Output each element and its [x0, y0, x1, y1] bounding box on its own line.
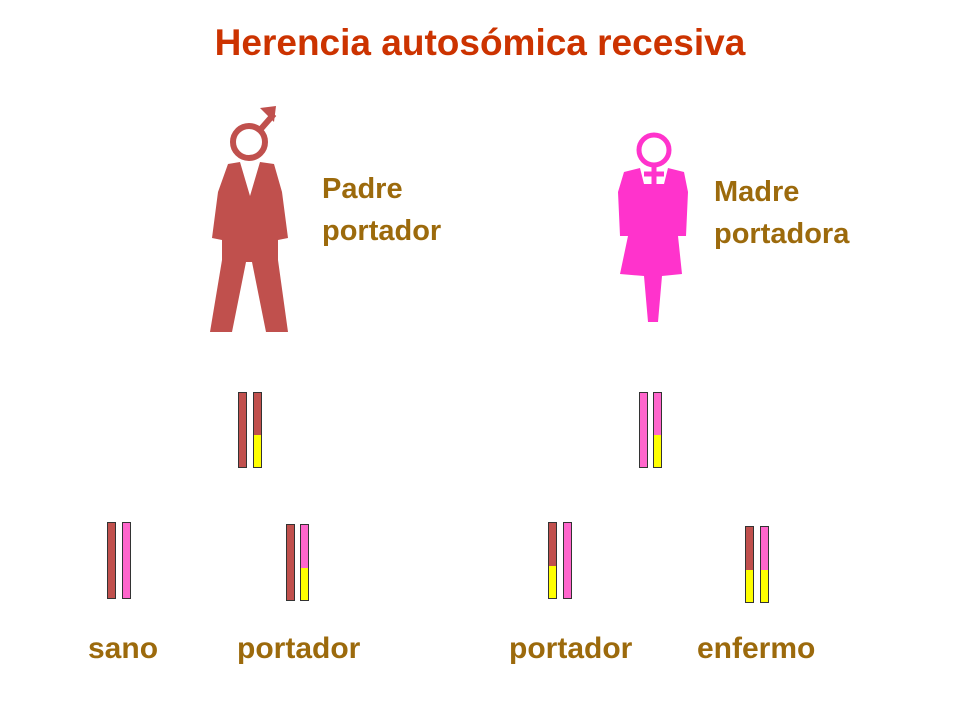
father-label-line2: portador [322, 215, 442, 247]
child1-paternal-chromosome [107, 522, 116, 599]
mother-label-line2: portadora [714, 218, 850, 250]
mother-chromosome-recessive [653, 392, 662, 468]
father-chromosome-recessive [253, 392, 262, 468]
child1-maternal-chromosome [122, 522, 131, 599]
female-figure-icon [612, 126, 696, 324]
father-label-line1: Padre [322, 173, 403, 205]
mother-label: Madre portadora [714, 171, 849, 255]
child4-label: enfermo [697, 632, 816, 665]
father-label: Padre portador [322, 168, 441, 252]
diagram-title: Herencia autosómica recesiva [214, 22, 746, 63]
child1-label: sano [88, 632, 159, 665]
child2-maternal-chromosome [300, 524, 309, 601]
child4-maternal-chromosome [760, 526, 769, 603]
child4-paternal-chromosome [745, 526, 754, 603]
mother-label-line1: Madre [714, 176, 800, 208]
child2-paternal-chromosome [286, 524, 295, 601]
child2-label: portador [237, 632, 361, 665]
child3-paternal-chromosome [548, 522, 557, 599]
child3-label: portador [509, 632, 633, 665]
father-chromosome-normal [238, 392, 247, 468]
child3-maternal-chromosome [563, 522, 572, 599]
mother-chromosome-normal [639, 392, 648, 468]
male-figure-icon [200, 100, 300, 336]
